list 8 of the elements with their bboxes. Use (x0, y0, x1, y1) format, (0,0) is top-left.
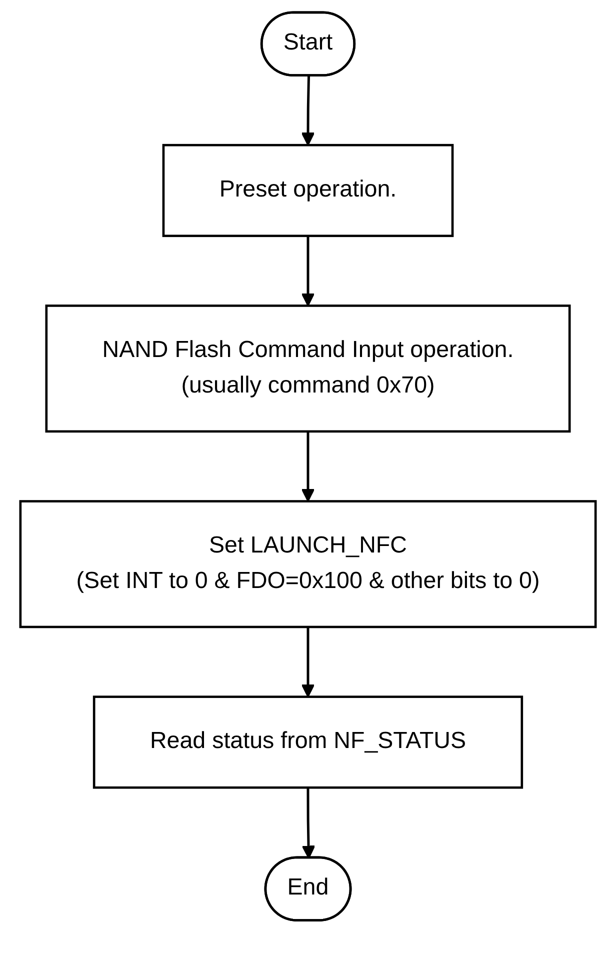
arrow (301, 236, 315, 306)
node-box: Set LAUNCH_NFC (Set INT to 0 & FDO=0x100 & other bits to 0) (19, 500, 597, 628)
node-box: Preset operation. (162, 144, 454, 238)
node-box: Read status from NF_STATUS (92, 696, 524, 789)
arrow (301, 431, 315, 502)
arrow (301, 76, 315, 146)
arrow (301, 626, 315, 698)
node-box: NAND Flash Command Input operation. (usually command 0x70) (45, 304, 571, 433)
